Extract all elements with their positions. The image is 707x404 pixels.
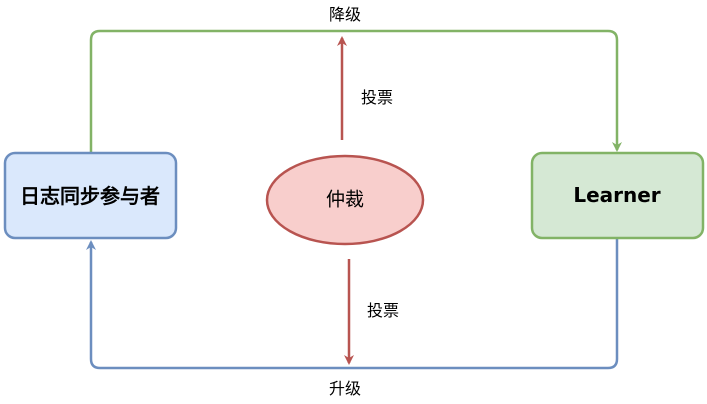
demote-edge (89, 29, 622, 153)
arbiter-node[interactable] (265, 154, 425, 246)
learner-node[interactable] (530, 151, 705, 240)
vote-down-label: 投票 (366, 301, 400, 320)
promote-label: 升级 (328, 379, 362, 398)
participant-node[interactable] (3, 151, 178, 240)
participant-label: 日志同步参与者 (20, 184, 160, 208)
vote-up-label: 投票 (360, 88, 394, 107)
arbiter-label: 仲裁 (325, 188, 365, 211)
promote-edge (86, 238, 619, 370)
demote-label: 降级 (328, 5, 362, 24)
learner-label: Learner (573, 183, 661, 207)
